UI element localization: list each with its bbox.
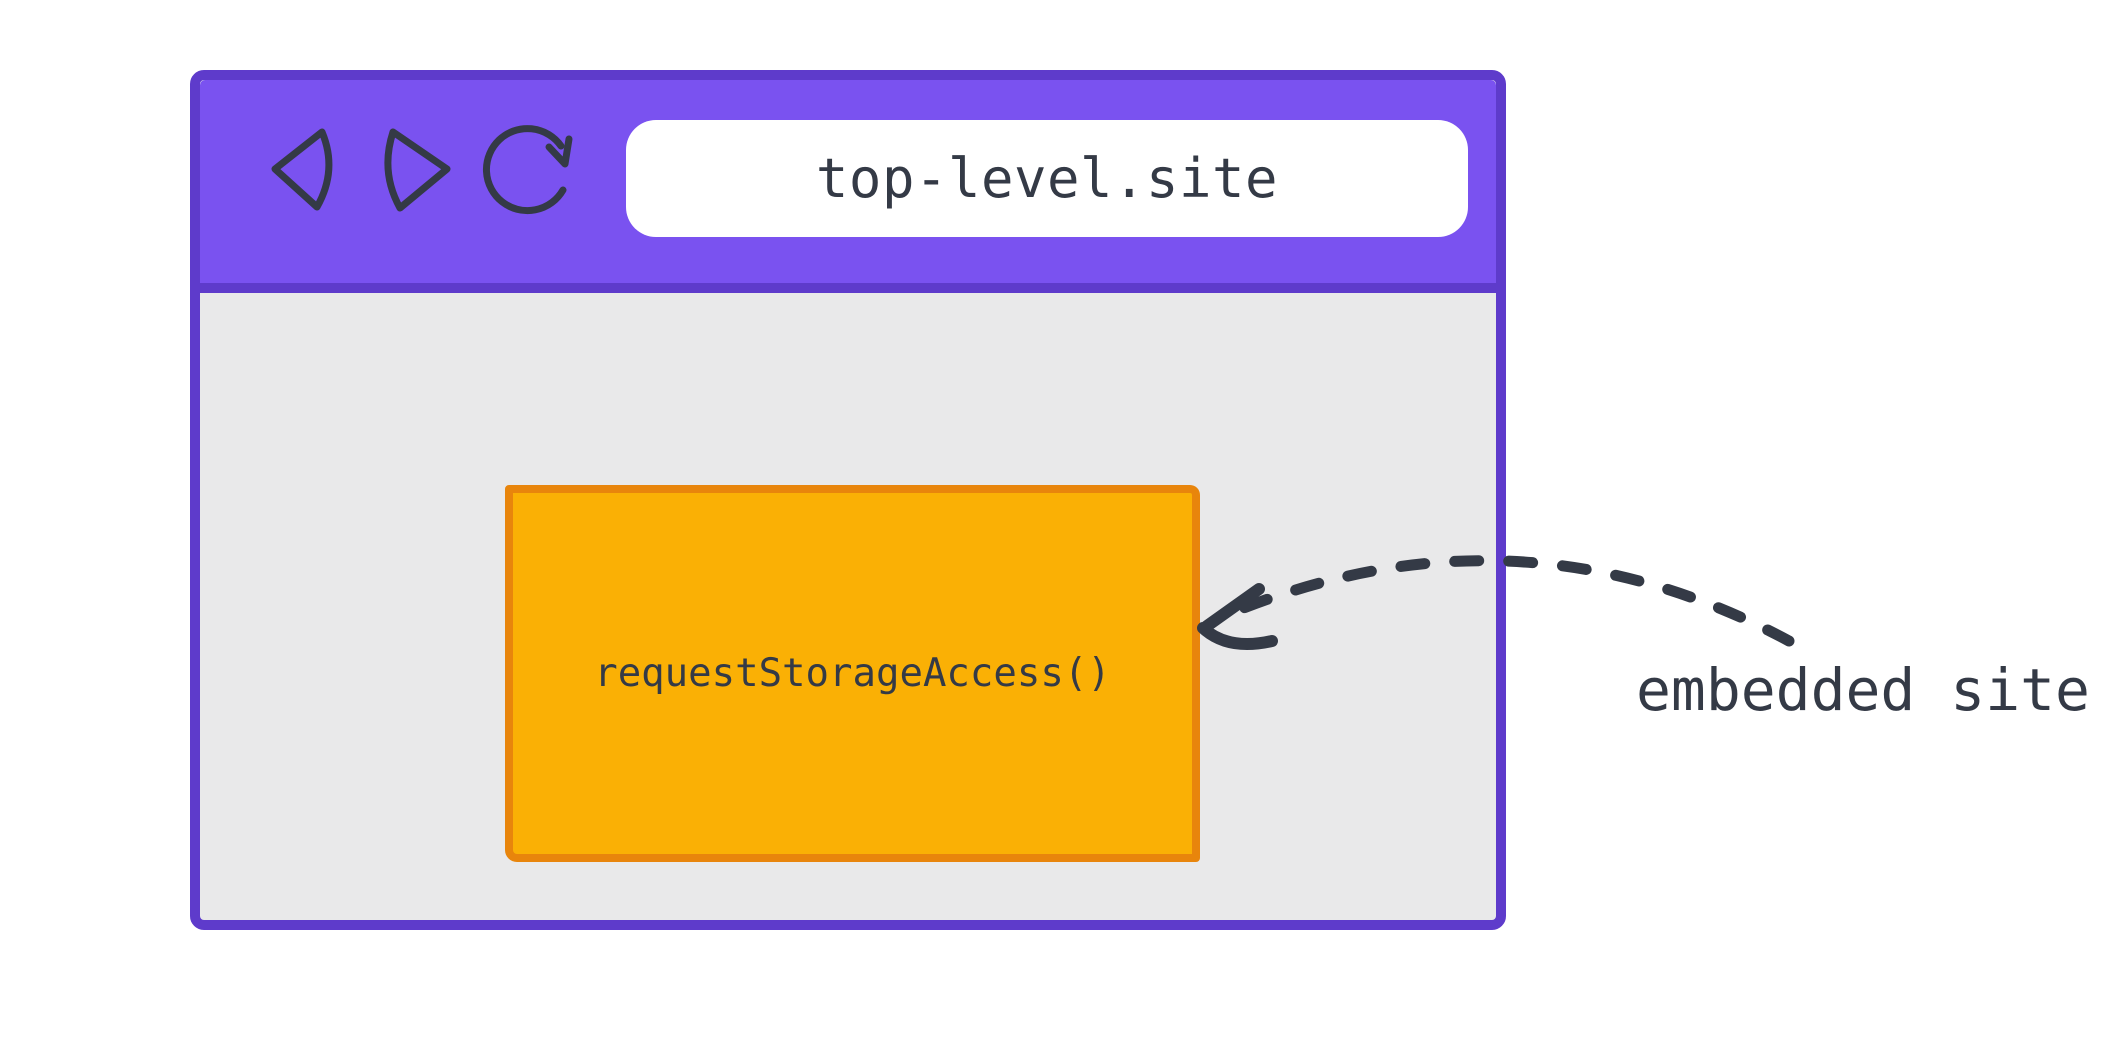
address-bar: top-level.site [626,120,1468,237]
back-icon [271,128,333,211]
embedded-site-label: embedded site [1636,656,2090,724]
forward-icon [384,128,451,212]
browser-toolbar: top-level.site [200,80,1496,293]
toolbar-icons [271,125,573,215]
browser-viewport: requestStorageAccess() [200,293,1496,910]
browser-window: top-level.site requestStorageAccess() [190,70,1506,930]
iframe-api-label: requestStorageAccess() [594,651,1111,696]
embedded-iframe: requestStorageAccess() [505,485,1200,862]
reload-icon [482,125,573,215]
address-bar-url: top-level.site [815,147,1279,210]
